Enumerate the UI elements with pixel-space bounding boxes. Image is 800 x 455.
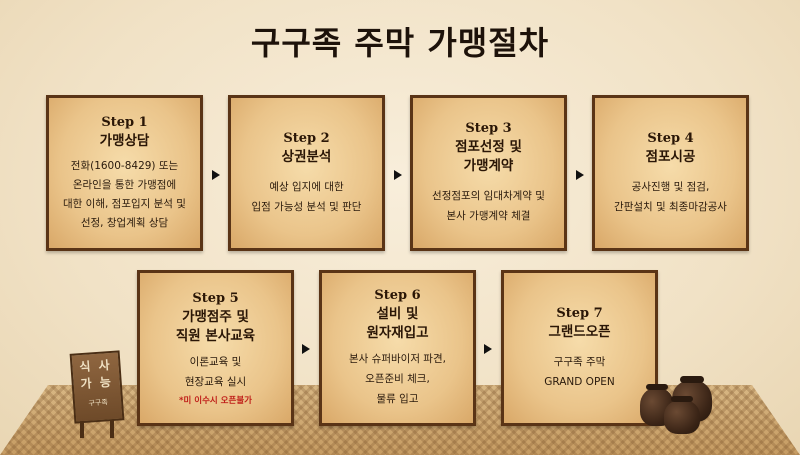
signboard-text: 식 사 가 능 [78,357,114,392]
step-card-3: Step 3 점포선정 및 가맹계약 선정점포의 임대차계약 및 본사 가맹계약… [410,95,567,251]
step-number: Step 2 [283,130,330,146]
step-title: 점포시공 [645,148,696,165]
step-description: 이론교육 및 현장교육 실시 [184,356,247,388]
step-title: 점포선정 및 가맹계약 [455,139,522,174]
arrow-right-icon [576,170,584,180]
step-title: 가맹점주 및 직원 본사교육 [175,309,256,344]
step-card-1: Step 1 가맹상담 전화(1600-8429) 또는 온라인을 통한 가맹점… [46,95,203,251]
step-title: 가맹상담 [99,132,150,149]
step-description: 예상 입지에 대한 입점 가능성 분석 및 판단 [251,180,362,213]
step-description: 선정점포의 임대차계약 및 본사 가맹계약 체결 [432,190,545,222]
signboard-leg [110,420,114,438]
step-number: Step 4 [647,130,694,146]
signboard-leg [80,420,84,438]
step-number: Step 3 [465,121,512,136]
page-title: 구구족 주막 가맹절차 [250,24,550,62]
step-description: 공사진행 및 점검, 간판설치 및 최종마감공사 [614,180,727,213]
step-title: 설비 및 원자재입고 [366,306,429,341]
step-card-2: Step 2 상권분석 예상 입지에 대한 입점 가능성 분석 및 판단 [228,95,385,251]
signboard-icon: 식 사 가 능 구구족 [69,350,125,424]
step-card-6: Step 6 설비 및 원자재입고 본사 슈퍼바이저 파견, 오픈준비 체크, … [319,270,476,426]
step-card-5: Step 5 가맹점주 및 직원 본사교육 이론교육 및 현장교육 실시 *미 … [137,270,294,426]
step-number: Step 1 [101,114,148,130]
step-number: Step 7 [556,305,603,321]
step-number: Step 5 [192,291,239,306]
step-number: Step 6 [374,288,421,303]
arrow-right-icon [302,344,310,354]
signboard-subtext: 구구족 [88,398,109,408]
step-card-7: Step 7 그랜드오픈 구구족 주막 GRAND OPEN [501,270,658,426]
step-description: 전화(1600-8429) 또는 온라인을 통한 가맹점에 대한 이해, 점포입… [63,159,186,229]
step-card-4: Step 4 점포시공 공사진행 및 점검, 간판설치 및 최종마감공사 [592,95,749,251]
arrow-right-icon [212,170,220,180]
step-description: 본사 슈퍼바이저 파견, 오픈준비 체크, 물류 입고 [349,353,446,405]
arrow-right-icon [484,344,492,354]
arrow-right-icon [394,170,402,180]
step-title: 상권분석 [281,148,332,165]
step-title: 그랜드오픈 [548,323,611,340]
step-note: *미 이수시 오픈불가 [179,396,252,406]
step-description: 구구족 주막 GRAND OPEN [544,355,615,388]
